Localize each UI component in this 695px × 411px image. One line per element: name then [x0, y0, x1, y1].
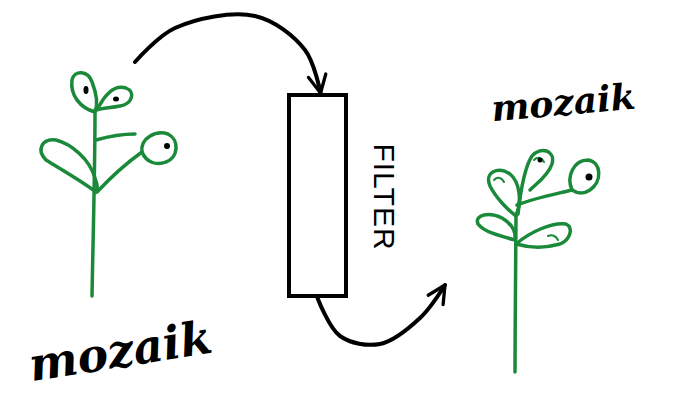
plant-leaf: [477, 215, 515, 240]
leaf-marks: [494, 158, 558, 240]
plant-leaf: [489, 170, 520, 216]
curved-arrow: [318, 285, 446, 345]
leaf-spot: [538, 158, 543, 163]
plant-node: mozaik: [20, 62, 220, 407]
leaf-mark: [534, 158, 544, 162]
left-plant: [41, 73, 176, 296]
leaf-mark: [494, 178, 504, 182]
plant-label: mozaik: [489, 75, 637, 129]
plant-label: mozaik: [25, 310, 216, 392]
plant-node: mozaik: [445, 75, 645, 375]
filter-label: FILTER: [367, 143, 401, 250]
leaf-spot: [586, 174, 593, 181]
plant-leaf: [97, 87, 132, 110]
plant-leaf: [41, 140, 97, 192]
plant-stem: [92, 110, 95, 296]
plant-branch: [517, 190, 572, 205]
plant-branch: [96, 134, 135, 140]
filter-box: FILTER: [287, 93, 348, 298]
plant-leaf: [570, 160, 599, 193]
plant-leaf: [142, 133, 176, 164]
leaf-spots: [538, 158, 593, 181]
right-plant: [477, 150, 598, 372]
leaf-spot: [113, 97, 119, 102]
leaf-spot: [164, 143, 170, 149]
leaf-spot: [84, 86, 89, 94]
leaf-mark: [548, 235, 558, 240]
plant-leaf: [72, 73, 97, 112]
plant-leaf: [516, 224, 570, 247]
curved-arrow: [135, 14, 321, 93]
plant-branch: [97, 152, 142, 192]
leaf-spots: [84, 86, 171, 149]
